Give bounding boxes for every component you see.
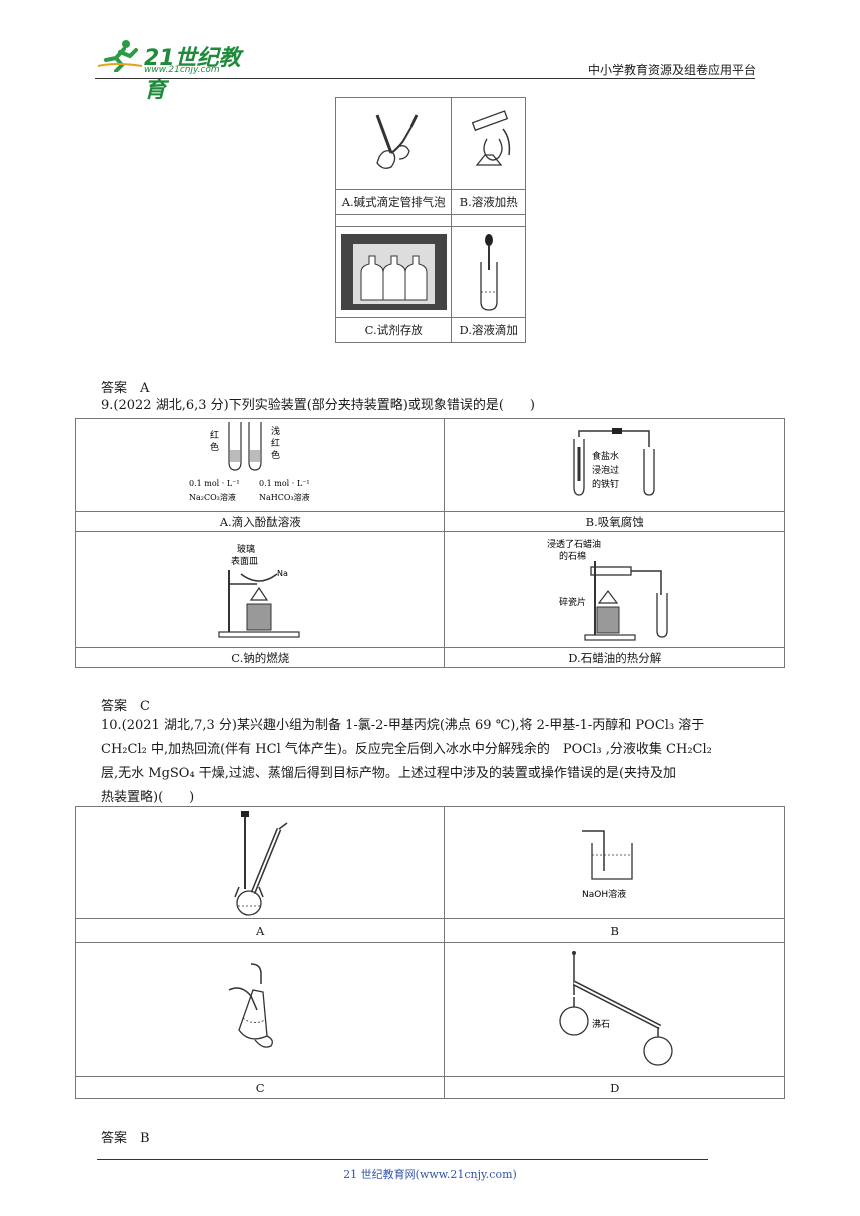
separatory-funnel-figure [228, 962, 274, 1048]
q10-a-figure [74, 806, 446, 919]
q10-options-table: NaOH溶液 A B 沸石 [74, 806, 785, 1099]
runner-logo-icon [97, 40, 143, 72]
q10d-boiling-chips-label: 沸石 [592, 1018, 610, 1030]
q8-c-figure [334, 226, 453, 318]
q8-a-caption: A.碱式滴定管排气泡 [334, 189, 453, 215]
logo-text: 21世纪教育 [144, 46, 241, 103]
svg-text:浸透了石蜡油: 浸透了石蜡油 [547, 538, 601, 550]
q8-d-caption: D.溶液滴加 [451, 317, 526, 343]
svg-text:表面皿: 表面皿 [231, 555, 258, 567]
oxygen-corrosion-figure: 食盐水 浸泡过 的铁钉 [573, 428, 655, 496]
svg-text:浸泡过: 浸泡过 [592, 464, 619, 476]
header-divider [95, 78, 755, 79]
q10-d-caption: D [444, 1076, 785, 1099]
q10-d-figure: 沸石 [444, 942, 785, 1077]
q9-a-figure: 红 色 浅 红 色 0.1 mol · L⁻¹ Na₂CO₃溶液 0.1 mol… [74, 418, 446, 512]
q10-c-caption: C [74, 1076, 446, 1099]
q8-b-caption: B.溶液加热 [451, 189, 526, 215]
svg-text:玻璃: 玻璃 [237, 543, 255, 555]
q9a-conc1: 0.1 mol · L⁻¹ [189, 479, 240, 488]
q10-line-4: 热装置略)( ) [101, 790, 195, 805]
svg-text:的铁钉: 的铁钉 [592, 478, 619, 490]
q10-c-figure [74, 942, 446, 1077]
q9-a-caption: A.滴入酚酞溶液 [74, 511, 446, 532]
q8-options-table: A.碱式滴定管排气泡 B.溶液加热 C.试剂存放 [334, 97, 526, 343]
sodium-burning-figure: 玻璃 表面皿 Na [218, 543, 300, 638]
phenolphthalein-tubes-figure: 红 色 浅 红 色 0.1 mol · L⁻¹ Na₂CO₃溶液 0.1 mol… [189, 422, 310, 502]
answer-10: 答案 B [101, 1131, 150, 1146]
q8-b-figure [451, 97, 526, 190]
q10-line-3: 层,无水 MgSO₄ 干燥,过滤、蒸馏后得到目标产物。上述过程中涉及的装置或操作… [101, 766, 677, 781]
dropper-test-tube-figure [480, 234, 498, 311]
q8-d-figure [451, 226, 526, 318]
answer-9: 答案 C [101, 699, 150, 714]
q8-a-figure [334, 97, 453, 190]
distillation-apparatus-figure: 沸石 [559, 950, 673, 1066]
q10-line-2: CH₂Cl₂ 中,加热回流(伴有 HCl 气体产生)。反应完全后倒入冰水中分解残… [101, 742, 712, 757]
q9-d-caption: D.石蜡油的热分解 [444, 647, 785, 668]
q8-c-caption: C.试剂存放 [334, 317, 453, 343]
q9a-sol2: NaHCO₃溶液 [259, 492, 310, 502]
q10-a-caption: A [74, 918, 446, 943]
q9-c-caption: C.钠的燃烧 [74, 647, 446, 668]
q9a-red-label: 红 [210, 429, 219, 441]
q9-d-figure: 浸透了石蜡油 的石棉 碎瓷片 [444, 531, 785, 648]
svg-text:食盐水: 食盐水 [592, 450, 619, 462]
q10-line-1: 10.(2021 湖北,7,3 分)某兴趣小组为制备 1-氯-2-甲基丙烷(沸点… [101, 718, 705, 733]
q10-b-caption: B [444, 918, 785, 943]
logo-url: www.21cnjy.com [144, 65, 220, 75]
svg-text:色: 色 [271, 449, 280, 461]
naoh-absorption-figure: NaOH溶液 [581, 829, 633, 900]
svg-text:Na: Na [277, 569, 288, 578]
reagent-cabinet-figure [340, 234, 447, 310]
question-9-stem: 9.(2022 湖北,6,3 分)下列实验装置(部分夹持装置略)或现象错误的是(… [101, 398, 535, 413]
q9-options-table: 红 色 浅 红 色 0.1 mol · L⁻¹ Na₂CO₃溶液 0.1 mol… [74, 418, 785, 668]
header-tagline: 中小学教育资源及组卷应用平台 [587, 63, 756, 77]
q9-c-figure: 玻璃 表面皿 Na [74, 531, 446, 648]
burette-bubble-figure [375, 113, 419, 169]
svg-text:碎瓷片: 碎瓷片 [559, 596, 586, 608]
site-logo: 21世纪教育 www.21cnjy.com [96, 38, 256, 103]
q10b-naoh-label: NaOH溶液 [582, 888, 626, 900]
question-10-stem: 10.(2021 湖北,7,3 分)某兴趣小组为制备 1-氯-2-甲基丙烷(沸点… [101, 714, 789, 810]
footer-divider [97, 1159, 708, 1160]
q9a-conc2: 0.1 mol · L⁻¹ [259, 479, 310, 488]
svg-text:的石棉: 的石棉 [559, 550, 586, 562]
q9-b-figure: 食盐水 浸泡过 的铁钉 [444, 418, 785, 512]
answer-8: 答案 A [101, 381, 150, 396]
footer-text: 21 世纪教育网(www.21cnjy.com) [343, 1168, 517, 1181]
svg-text:浅: 浅 [271, 425, 280, 437]
svg-text:红: 红 [271, 437, 280, 449]
q9-b-caption: B.吸氧腐蚀 [444, 511, 785, 532]
reflux-apparatus-figure [234, 810, 288, 916]
q9a-sol1: Na₂CO₃溶液 [189, 492, 236, 502]
heating-test-tube-figure [471, 109, 510, 166]
q10-b-figure: NaOH溶液 [444, 806, 785, 919]
paraffin-decomposition-figure: 浸透了石蜡油 的石棉 碎瓷片 [547, 538, 668, 641]
svg-text:色: 色 [210, 441, 219, 453]
